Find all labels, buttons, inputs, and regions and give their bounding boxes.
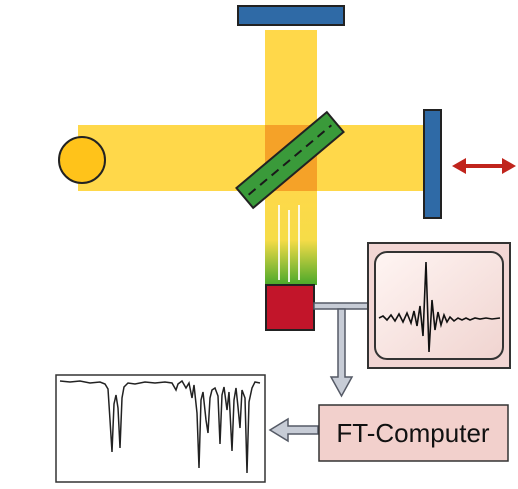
interference-streaks [278, 205, 300, 282]
detector [265, 284, 315, 331]
fixed-mirror [237, 5, 345, 26]
interferogram-monitor [367, 242, 511, 369]
beam-vertical-lower [265, 185, 317, 285]
ft-computer-label: FT-Computer [336, 418, 489, 448]
double-arrow-icon [452, 158, 516, 174]
light-source [58, 136, 106, 184]
beam-vertical-upper [265, 30, 317, 130]
ft-computer-box: FT-Computer [318, 404, 509, 462]
interferogram-trace [378, 261, 501, 353]
beamsplitter [235, 110, 345, 210]
spectrum-trace [59, 379, 261, 474]
spectrum-display [55, 374, 266, 483]
moving-mirror [423, 109, 442, 219]
signal-connectors [268, 302, 369, 443]
